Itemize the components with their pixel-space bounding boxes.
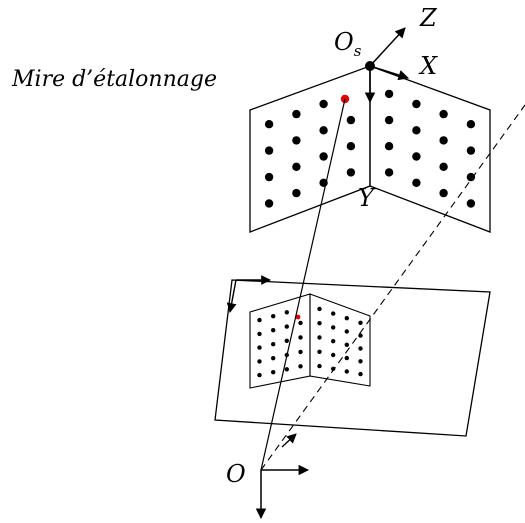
target-dot — [264, 146, 274, 155]
target-dot — [412, 152, 421, 161]
optical-axis — [260, 104, 525, 471]
target-dot — [292, 162, 301, 171]
target-dot — [412, 178, 421, 187]
projected-dot — [298, 335, 303, 340]
target-dot — [466, 199, 476, 208]
projection-ray — [260, 98, 346, 471]
target-dot — [439, 109, 448, 119]
projected-dot — [317, 349, 322, 354]
projected-dot — [344, 329, 349, 334]
projected-dot — [298, 364, 303, 369]
target-dots — [264, 89, 476, 208]
projected-dot — [331, 339, 336, 344]
projected-dot — [344, 369, 349, 374]
target-dot — [439, 136, 448, 145]
target-dot — [439, 188, 448, 198]
image-plane — [214, 279, 491, 437]
target-dot — [264, 172, 274, 182]
projected-dot — [257, 317, 262, 323]
target-dot — [412, 126, 421, 135]
projected-dot — [344, 316, 349, 321]
projected-dot — [358, 320, 363, 325]
projected-dot — [257, 372, 262, 378]
image-frame-arrow-v — [226, 279, 237, 313]
target-dot — [292, 188, 301, 198]
projected-target — [249, 293, 371, 389]
target-dot — [384, 115, 394, 125]
axis-y-label: Y — [358, 184, 376, 212]
target-dot — [319, 126, 328, 135]
projected-dot — [284, 324, 289, 329]
projected-dot — [344, 355, 349, 361]
projected-dot — [257, 359, 262, 364]
projected-dot — [317, 335, 322, 340]
target-dot — [346, 168, 356, 177]
projected-dot — [331, 352, 336, 358]
camera-origin-label: O — [226, 460, 246, 488]
projected-dot — [271, 342, 276, 347]
projected-dot — [257, 331, 262, 337]
projected-dot — [271, 328, 276, 333]
target-axis-z-arrow — [369, 27, 406, 67]
target-dot — [292, 109, 301, 119]
projected-dot — [331, 366, 336, 371]
projected-dot — [271, 314, 276, 319]
target-dot — [439, 162, 448, 171]
target-axis-x-arrow — [369, 65, 410, 81]
projected-dot — [358, 346, 363, 351]
target-dot — [384, 168, 394, 177]
projected-dot — [358, 359, 363, 364]
projected-dot — [317, 306, 322, 312]
target-dot — [319, 152, 328, 161]
projected-dot — [317, 321, 322, 326]
target-dot — [384, 89, 394, 99]
target-dot — [319, 99, 328, 109]
target-right-panel — [369, 65, 491, 233]
target-title: Mire d’étalonnage — [11, 67, 217, 92]
projected-dot — [344, 342, 349, 347]
target-dot — [264, 199, 274, 208]
projected-dot — [284, 338, 289, 343]
projected-dot — [317, 363, 322, 369]
target-dot — [412, 99, 421, 109]
axis-z-label: Z — [419, 4, 438, 32]
target-dot — [466, 146, 476, 155]
projected-dot — [284, 367, 289, 372]
optical-axis-arrow — [281, 433, 297, 448]
projected-dot — [257, 345, 262, 350]
target-dot — [466, 172, 476, 182]
target-dot — [346, 142, 356, 151]
projected-dot — [298, 320, 303, 326]
projected-dot — [271, 356, 276, 361]
target-origin-label: Os — [334, 28, 362, 60]
calibration-target — [249, 65, 491, 233]
projected-dot — [271, 370, 276, 375]
projected-right-panel — [309, 293, 371, 387]
projected-dot — [331, 325, 336, 330]
projected-highlight-point — [295, 314, 301, 320]
target-dot — [466, 120, 476, 129]
projected-dot — [331, 311, 336, 316]
target-dot — [264, 120, 274, 129]
projected-dot — [358, 333, 363, 338]
target-dot — [346, 115, 356, 125]
projected-dot — [284, 310, 289, 315]
projected-dot — [298, 349, 303, 355]
target-dot — [384, 142, 394, 151]
axis-x-label: X — [418, 52, 438, 80]
target-dot — [292, 136, 301, 145]
projected-dots — [257, 306, 363, 378]
projected-dot — [358, 371, 363, 377]
